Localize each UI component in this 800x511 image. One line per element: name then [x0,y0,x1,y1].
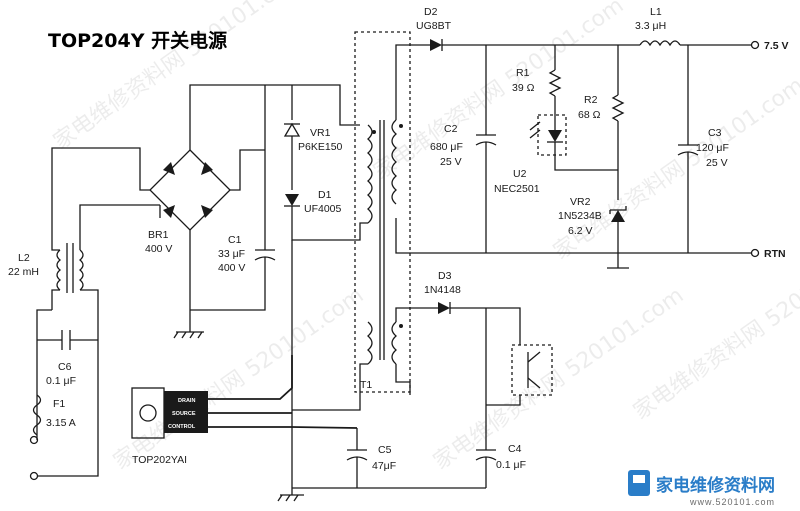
br1-ref: BR1 [148,229,169,241]
svg-text:家电维修资料网 520101.com: 家电维修资料网 520101.com [49,0,308,155]
f1-ref: F1 [53,398,65,410]
ic-top202yai: DRAIN SOURCE CONTROL TOP202YAI [131,355,358,466]
vr1-value: P6KE150 [298,141,343,153]
output-return-label: RTN [764,248,786,260]
transformer-t1: T1 [354,31,411,393]
resistor-r1 [548,69,562,97]
c5-value: 47μF [372,460,396,472]
l1-value: 3.3 μH [635,20,666,32]
c1-voltage: 400 V [218,262,245,274]
r2-value: 68 Ω [578,109,601,121]
svg-text:家电维修资料网 520101.com: 家电维修资料网 520101.com [369,0,628,185]
d1-value: UF4005 [304,203,342,215]
c3-voltage: 25 V [706,157,728,169]
c2-ref: C2 [444,123,458,135]
c5-ref: C5 [378,444,392,456]
output-positive-label: 7.5 V [764,40,789,52]
c4-ref: C4 [508,443,522,455]
input-section: F1 3.15 A C6 0.1 μF L2 22 mH [8,147,160,481]
br1-value: 400 V [145,243,172,255]
vr2-part: 1N5234B [558,210,602,222]
page-title: TOP204Y 开关电源 [48,29,227,52]
c4-value: 0.1 μF [496,459,526,471]
bridge-rectifier-br1: BR1 400 V [139,84,292,310]
inductor-l1 [639,40,681,47]
logo-text: 家电维修资料网 [656,475,775,496]
t1-ref: T1 [360,379,372,391]
vr2-voltage: 6.2 V [568,225,593,237]
zener-vr2 [611,210,625,222]
optocoupler-u2 [537,114,567,156]
vr1-ref: VR1 [310,127,331,139]
u2-ref: U2 [513,168,527,180]
c1-value: 33 μF [218,248,245,260]
diode-d2 [430,39,442,51]
bias-section: D3 1N4148 C4 0.1 μF C5 47μF [277,270,553,502]
r2-ref: R2 [584,94,598,106]
c6-ref: C6 [58,361,72,373]
pin-control-label: CONTROL [168,424,196,430]
logo-url: www.520101.com [689,497,775,507]
d2-ref: D2 [424,6,438,18]
ac-input-terminal-bottom [29,471,39,481]
l2-ref: L2 [18,252,30,264]
site-logo: 家电维修资料网 www.520101.com [628,470,775,507]
secondary-output: D2 UG8BT L1 3.3 μH C2 680 μF 25 V R1 39 … [395,6,789,269]
capacitor-c1: C1 33 μF 400 V [190,85,276,311]
f1-value: 3.15 A [46,417,76,429]
d3-value: 1N4148 [424,284,461,296]
clamp-vr1-d1: VR1 P6KE150 D1 UF4005 [283,84,361,241]
ground-symbol-1 [173,310,204,339]
c6-value: 0.1 μF [46,375,76,387]
vr2-ref: VR2 [570,196,591,208]
c3-value: 120 μF [696,142,729,154]
d1-ref: D1 [318,189,332,201]
output-positive-terminal [750,40,760,50]
c1-ref: C1 [228,234,242,246]
svg-text:家电维修资料网 520101.com: 家电维修资料网 520101.com [429,283,688,475]
r1-value: 39 Ω [512,82,535,94]
c3-ref: C3 [708,127,722,139]
choke-l2 [56,249,62,291]
svg-text:家电维修资料网 520101.com: 家电维修资料网 520101.com [629,233,800,425]
optocoupler-transistor [511,344,553,396]
c2-value: 680 μF [430,141,463,153]
r1-ref: R1 [516,67,530,79]
u2-value: NEC2501 [494,183,540,195]
output-return-terminal [750,248,760,258]
pin-drain-label: DRAIN [178,398,195,404]
svg-text:家电维修资料网 520101.com: 家电维修资料网 520101.com [109,283,368,475]
diode-d3 [438,302,450,314]
resistor-r2 [611,94,625,122]
d2-value: UG8BT [416,20,452,32]
l2-value: 22 mH [8,266,39,278]
pin-source-label: SOURCE [172,411,196,417]
l1-ref: L1 [650,6,662,18]
d3-ref: D3 [438,270,452,282]
fuse-f1 [32,394,42,436]
c2-voltage: 25 V [440,156,462,168]
ic-part-label: TOP202YAI [132,454,187,466]
